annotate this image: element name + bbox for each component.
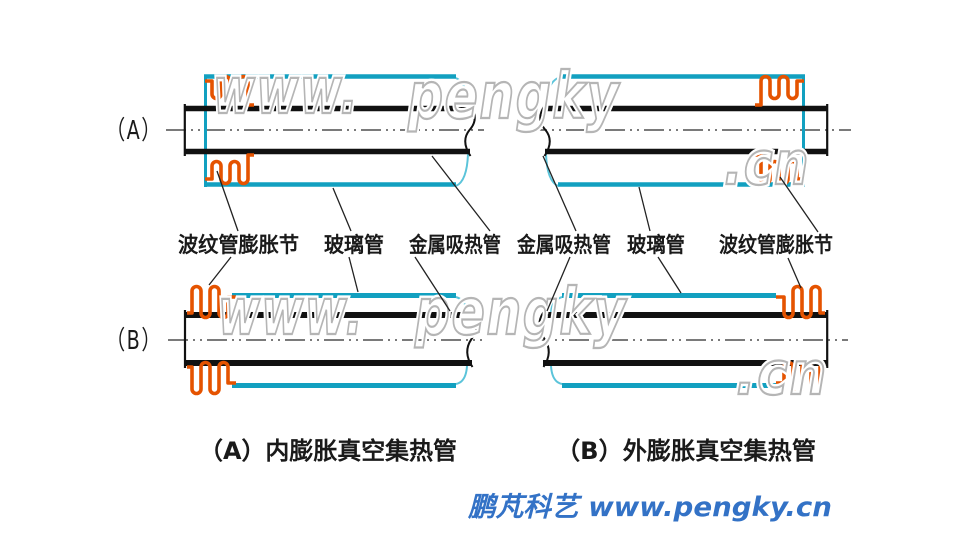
caption-b: （B）外膨胀真空集热管 (556, 437, 816, 465)
watermark-outline: www. pengky .cn (217, 275, 828, 410)
bellows-expansion-joint (187, 284, 236, 396)
bellows-top (776, 284, 825, 320)
bellows-expansion-joint (776, 284, 825, 396)
watermark-text: .cn (724, 129, 810, 199)
watermark-text: .cn (736, 339, 828, 409)
watermark-halo: www. pengky .cn (215, 273, 830, 413)
watermark-halo: www. pengky .cn (210, 52, 812, 203)
bellows-top (755, 74, 804, 107)
row-b-side-label: （B） (106, 326, 162, 356)
watermark-row-b: www. pengky .cn www. pengky .cn (215, 273, 830, 413)
leader-line-bellows-right-up (779, 176, 819, 233)
glass-break-arc-bottom (545, 153, 559, 187)
caption-a: （A）内膨胀真空集热管 (199, 437, 457, 465)
bellows-top (187, 284, 236, 320)
bellows-bottom (755, 153, 804, 186)
leader-line-glass-left-up (332, 187, 352, 232)
bellows-expansion-joint (205, 74, 254, 186)
glass-break-arc-bottom (455, 153, 469, 187)
leader-line-glass-left-down (348, 256, 359, 293)
part-labels: 波纹管膨胀节 玻璃管 金属吸热管 金属吸热管 玻璃管 波纹管膨胀节 (178, 233, 833, 257)
tube-diagram-b-right (530, 284, 848, 396)
watermark-outline: www. pengky .cn (212, 54, 810, 200)
bellows-top (205, 74, 254, 107)
leader-line-bellows-left-down (208, 256, 232, 286)
tube-diagram-a-left (166, 74, 484, 187)
glass-break-arcs (455, 77, 469, 187)
label-bellows-left: 波纹管膨胀节 (178, 233, 299, 257)
metal-absorber-tube (183, 104, 476, 157)
glass-break-arcs (455, 296, 468, 385)
tube-diagram-b-left (168, 284, 482, 396)
watermark-text: www. (218, 276, 364, 350)
pipe-break-curve (539, 105, 551, 157)
glass-tube (232, 293, 456, 388)
glass-break-arc-bottom (455, 365, 468, 385)
glass-break-arc-bottom (550, 365, 563, 385)
metal-absorber-tube (538, 310, 829, 368)
glass-break-arcs (550, 296, 563, 385)
bellows-bottom (187, 360, 236, 396)
label-glass-left: 玻璃管 (324, 233, 384, 257)
watermark-text: .cn (736, 339, 828, 409)
leader-line-glass-right-up (638, 186, 651, 232)
watermark-text: pengky (407, 60, 620, 134)
pipe-break-curve (466, 311, 478, 368)
metal-absorber-tube (539, 104, 829, 157)
row-a-side-label: （A） (106, 116, 162, 146)
glass-break-arc-top (545, 77, 559, 107)
bellows-bottom (776, 360, 825, 396)
leader-line-metal-left-down (414, 256, 451, 312)
pipe-break-curve (464, 105, 476, 157)
leader-line-glass-right-down (657, 256, 682, 294)
metal-absorber-tube (183, 310, 478, 368)
watermark-text: pengky (414, 276, 627, 350)
glass-break-arc-top (455, 296, 468, 313)
label-glass-right: 玻璃管 (627, 233, 685, 257)
label-metal-left: 金属吸热管 (408, 233, 501, 257)
leader-line-metal-left-up (431, 155, 491, 232)
watermark-text: pengky (407, 60, 620, 134)
watermark-text: www. (213, 55, 359, 129)
leader-line-bellows-right-down (787, 257, 802, 289)
watermark-row-a: www. pengky .cn www. pengky .cn (210, 52, 812, 203)
captions: （A）内膨胀真空集热管 （B）外膨胀真空集热管 (199, 437, 816, 465)
text-layer: （A） （B） 波纹管膨胀节 玻璃管 金属吸热管 金属吸热管 玻璃管 波纹管膨胀… (106, 116, 833, 465)
pipe-break-curve (538, 311, 550, 368)
watermark-text: www. (213, 55, 359, 129)
bellows-expansion-joint (755, 74, 804, 186)
watermark-text: .cn (724, 129, 810, 199)
label-metal-right: 金属吸热管 (516, 233, 611, 257)
site-footer-link[interactable]: 鹏芃科艺 www.pengky.cn (467, 492, 832, 523)
label-bellows-right: 波纹管膨胀节 (719, 233, 833, 257)
watermark-text: pengky (414, 276, 627, 350)
leader-line-metal-right-up (542, 155, 577, 232)
glass-break-arc-top (455, 77, 469, 107)
leader-line-metal-right-down (546, 256, 571, 312)
watermark-text: www. (218, 276, 364, 350)
glass-tube (562, 293, 776, 388)
leader-lines (208, 155, 819, 312)
glass-break-arc-top (550, 296, 563, 313)
leader-line-bellows-left-up (216, 170, 239, 232)
tube-diagram-a-right (527, 74, 851, 187)
bellows-bottom (205, 153, 254, 186)
